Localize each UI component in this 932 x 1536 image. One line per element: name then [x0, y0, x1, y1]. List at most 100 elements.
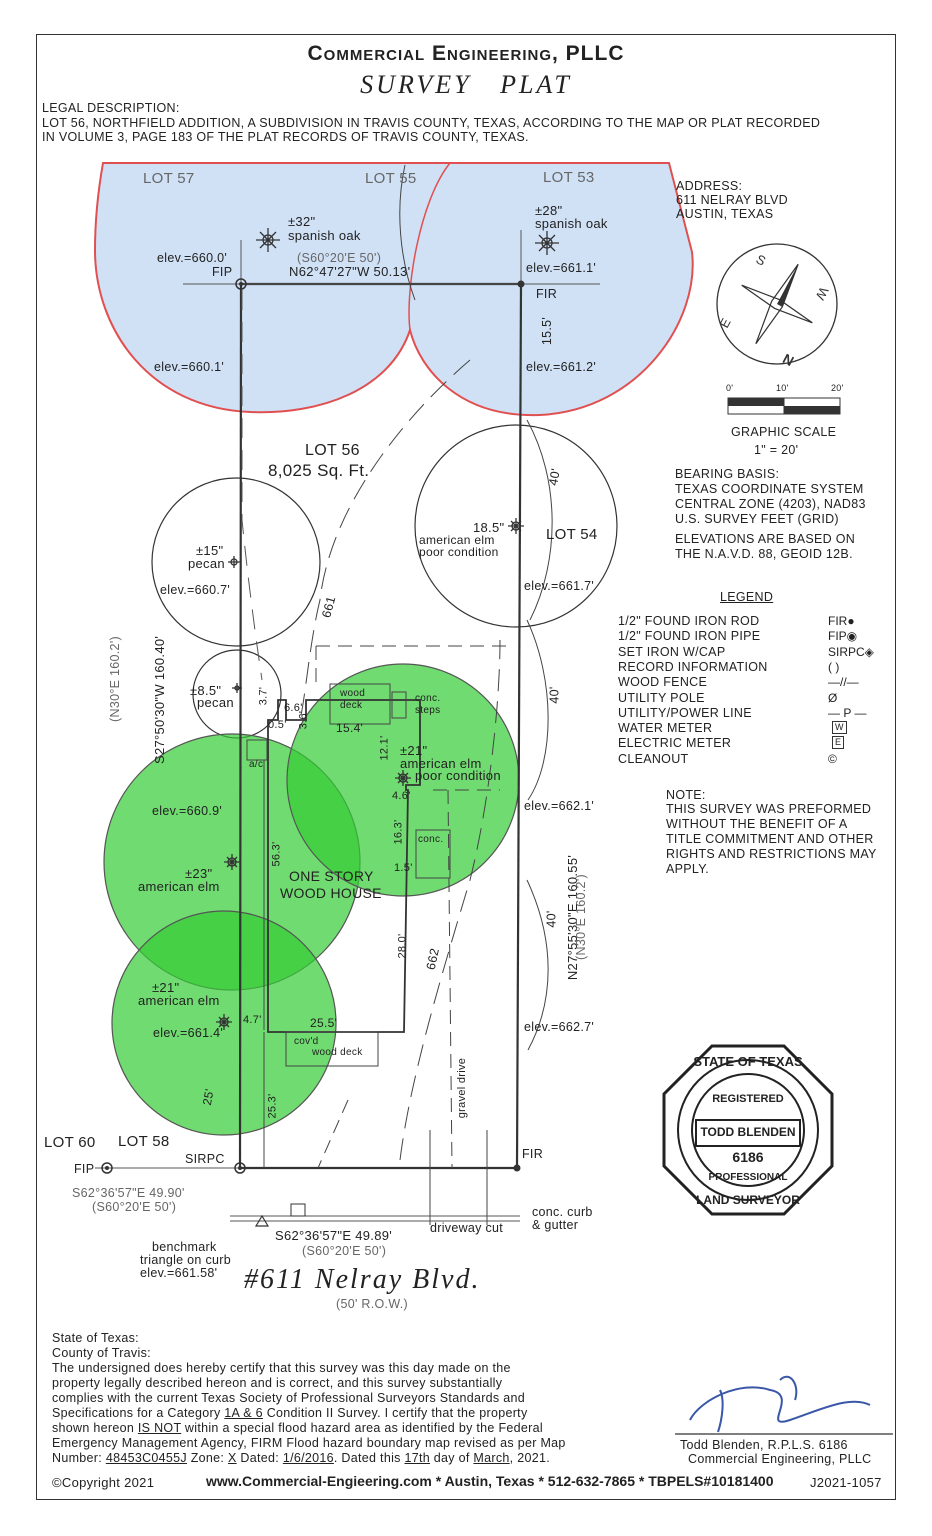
- lot-54-label: LOT 54: [546, 526, 598, 543]
- cert-9c: Zone:: [186, 1451, 228, 1465]
- lot-60-label: LOT 60: [44, 1134, 96, 1151]
- scale-tick-0: 0': [726, 383, 734, 393]
- legend-item: CLEANOUT: [618, 751, 689, 766]
- lot-56-area: 8,025 Sq. Ft.: [268, 461, 370, 480]
- legend-symbol: E: [832, 736, 845, 750]
- cert-9i: day of: [430, 1451, 474, 1465]
- note-line-2: WITHOUT THE BENEFIT OF A: [666, 817, 848, 831]
- note-line-3: TITLE COMMITMENT AND OTHER: [666, 832, 874, 846]
- legend-symbol: ©: [828, 751, 837, 766]
- compass-n: N: [780, 351, 796, 370]
- cert-category: 1A & 6: [224, 1406, 263, 1420]
- conc-steps-label: conc.: [415, 693, 441, 704]
- legend-item: SET IRON W/CAP: [618, 644, 726, 659]
- dim-40-c: 40': [544, 910, 559, 928]
- driveway-cut-label: driveway cut: [430, 1221, 504, 1235]
- cert-line-4: property legally described hereon and is…: [52, 1376, 503, 1390]
- south-record-lot: (S60°20'E 50'): [92, 1200, 177, 1214]
- legend-item: WOOD FENCE: [618, 675, 708, 690]
- elev-660-0: elev.=660.0': [157, 251, 228, 265]
- south-record: (S60°20'E 50'): [302, 1244, 387, 1258]
- cert-line-7a: shown hereon: [52, 1421, 138, 1435]
- elm-21n-size: ±21": [400, 743, 428, 758]
- wood-deck-label: wood: [340, 688, 366, 699]
- cert-line-6: Specifications for a Category 1A & 6 Con…: [52, 1406, 528, 1420]
- elm-23-name: american elm: [138, 879, 220, 894]
- signature-stroke: [689, 1375, 871, 1433]
- conc-steps-label-2: steps: [415, 705, 441, 716]
- survey-plat-title: SURVEY PLAT: [360, 70, 572, 99]
- north-arrow: S W E N: [716, 243, 838, 370]
- fir-top-marker: [517, 280, 525, 288]
- cert-9e: Dated:: [236, 1451, 283, 1465]
- legend-item: ELECTRIC METER: [618, 736, 732, 751]
- cert-9a: Number:: [52, 1451, 106, 1465]
- elev-660-1: elev.=660.1': [154, 360, 225, 374]
- west-bearing: S27°50'30"W 160.40': [152, 635, 167, 764]
- oak-2-size: ±28": [535, 203, 563, 218]
- dim-40-a: 40': [546, 467, 563, 487]
- legal-line-2: IN VOLUME 3, PAGE 183 OF THE PLAT RECORD…: [42, 130, 529, 144]
- company-title: Commercial Engineering, PLLC: [307, 42, 625, 65]
- legal-heading: LEGAL DESCRIPTION:: [42, 101, 180, 115]
- cert-line-7c: within a special flood hazard area as id…: [181, 1421, 543, 1435]
- wood-deck-label-2: deck: [340, 700, 363, 711]
- conc-curb-label-1: conc. curb: [532, 1205, 593, 1219]
- dim-1-5: 1.5': [394, 862, 413, 874]
- scale-ratio: 1" = 20': [754, 443, 799, 457]
- elm-23-size: ±23": [185, 866, 213, 881]
- covd-label-2: wood deck: [312, 1047, 363, 1058]
- signature-name: Todd Blenden, R.P.L.S. 6186: [680, 1438, 848, 1452]
- seal-state: STATE OF TEXAS: [693, 1054, 803, 1069]
- address-line-2: AUSTIN, TEXAS: [676, 207, 774, 221]
- house-footprint: [267, 699, 421, 1033]
- note-line-4: RIGHTS AND RESTRICTIONS MAY: [666, 847, 877, 861]
- elm-18-size: 18.5": [473, 520, 505, 535]
- iron-markers: [101, 278, 525, 1227]
- lot-57-label: LOT 57: [143, 170, 195, 187]
- dim-6-6: 6.6': [284, 702, 303, 714]
- elev-661-7: elev.=661.7': [524, 579, 595, 593]
- legend-item: UTILITY/POWER LINE: [618, 705, 752, 720]
- fip-top-label: FIP: [212, 265, 233, 279]
- cert-is-not: IS NOT: [137, 1421, 182, 1435]
- west-record: (N30°E 160.2'): [107, 636, 122, 722]
- benchmark-label-1: benchmark: [152, 1240, 217, 1254]
- compass-e: E: [716, 315, 733, 330]
- dim-12-1: 12.1': [378, 735, 391, 761]
- legend-heading: LEGEND: [720, 590, 774, 604]
- fip-top-marker: [235, 278, 247, 290]
- seal-land-surveyor: LAND SURVEYOR: [696, 1193, 800, 1207]
- benchmark-label-3: elev.=661.58': [140, 1266, 218, 1280]
- elm-21s-name: american elm: [138, 993, 220, 1008]
- cert-line-6c: Condition II Survey. I certify that the …: [262, 1406, 528, 1420]
- bearing-basis-5: THE N.A.V.D. 88, GEOID 12B.: [675, 547, 853, 561]
- elm-21n-cond: poor condition: [415, 768, 501, 783]
- bearing-basis-3: U.S. SURVEY FEET (GRID): [675, 512, 839, 526]
- street-name: #611 Nelray Blvd.: [244, 1264, 481, 1295]
- elev-661-1: elev.=661.1': [526, 261, 597, 275]
- dim-15-5: 15.5': [540, 316, 555, 346]
- legend-symbol: SIRPC◈: [828, 644, 874, 659]
- pecan-15-name: pecan: [188, 556, 225, 571]
- tree-symbols: [216, 228, 559, 1030]
- note-heading: NOTE:: [666, 788, 706, 802]
- elev-661-4: elev.=661.4': [153, 1026, 224, 1040]
- legend-item: 1/2" FOUND IRON ROD: [618, 614, 760, 628]
- seal-number: 6186: [732, 1149, 763, 1165]
- benchmark-label-2: triangle on curb: [140, 1253, 231, 1267]
- conc-label: conc.: [418, 834, 444, 845]
- cert-line-5: complies with the current Texas Society …: [52, 1391, 525, 1405]
- dim-3-6: 3.6': [297, 710, 310, 730]
- pecan-15-canopy: [151, 477, 321, 647]
- legend-symbol: FIP◉: [828, 629, 858, 644]
- cert-line-8: Emergency Management Agency, FIRM Flood …: [52, 1436, 566, 1450]
- legend-symbol: ( ): [828, 659, 840, 674]
- scale-tick-20: 20': [831, 383, 844, 393]
- elm-18-cond: poor condition: [419, 545, 499, 559]
- cert-state: State of Texas:: [52, 1331, 139, 1345]
- elev-662-7: elev.=662.7': [524, 1020, 595, 1034]
- dim-15-4: 15.4': [336, 721, 364, 735]
- fir-bottom-marker: [513, 1164, 521, 1172]
